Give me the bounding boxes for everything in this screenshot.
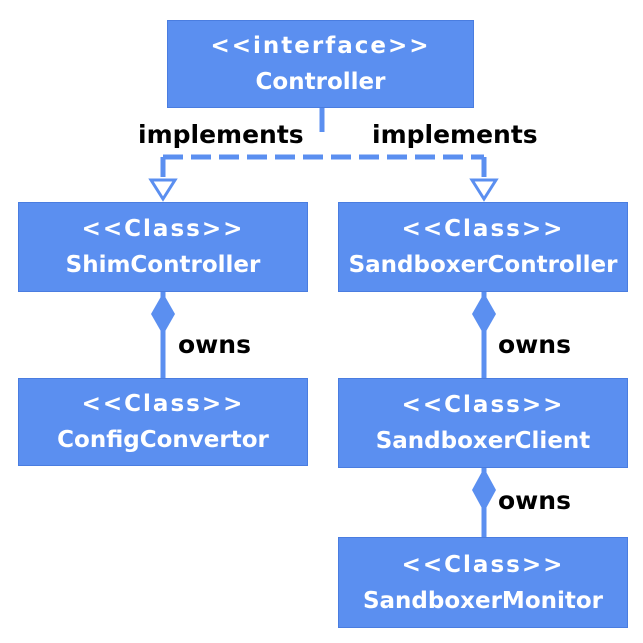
sandboxer-controller-name: SandboxerController [348, 252, 618, 278]
sandboxer-client-stereotype: <<Class>> [401, 392, 565, 418]
sandboxer-client-class-box: <<Class>> SandboxerClient [338, 378, 628, 468]
owns-sandboxer-controller-label: owns [498, 330, 571, 359]
shim-controller-name: ShimController [65, 252, 261, 278]
config-convertor-name: ConfigConvertor [57, 427, 269, 453]
owns-shim-label: owns [178, 330, 251, 359]
implements-left-arrowhead [148, 178, 178, 202]
owns-shim-diamond [151, 293, 175, 335]
implements-left-label: implements [138, 120, 304, 149]
sandboxer-monitor-stereotype: <<Class>> [401, 551, 565, 578]
owns-sandboxer-client-diamond [472, 468, 496, 512]
config-convertor-stereotype: <<Class>> [81, 391, 245, 417]
shim-controller-class-box: <<Class>> ShimController [18, 202, 308, 292]
implements-edges [160, 108, 487, 180]
shim-controller-stereotype: <<Class>> [81, 216, 245, 242]
controller-stereotype: <<interface>> [210, 33, 431, 59]
sandboxer-monitor-name: SandboxerMonitor [362, 587, 604, 614]
sandboxer-monitor-class-box: <<Class>> SandboxerMonitor [338, 537, 628, 628]
implements-right-arrowhead [469, 178, 499, 202]
sandboxer-controller-stereotype: <<Class>> [401, 216, 565, 242]
controller-interface-box: <<interface>> Controller [167, 20, 474, 108]
implements-right-label: implements [372, 120, 538, 149]
owns-sandboxer-controller-diamond [472, 293, 496, 335]
owns-sandboxer-client-label: owns [498, 486, 571, 515]
config-convertor-class-box: <<Class>> ConfigConvertor [18, 378, 308, 466]
sandboxer-controller-class-box: <<Class>> SandboxerController [338, 202, 628, 292]
sandboxer-client-name: SandboxerClient [375, 428, 591, 454]
controller-name: Controller [255, 69, 386, 95]
